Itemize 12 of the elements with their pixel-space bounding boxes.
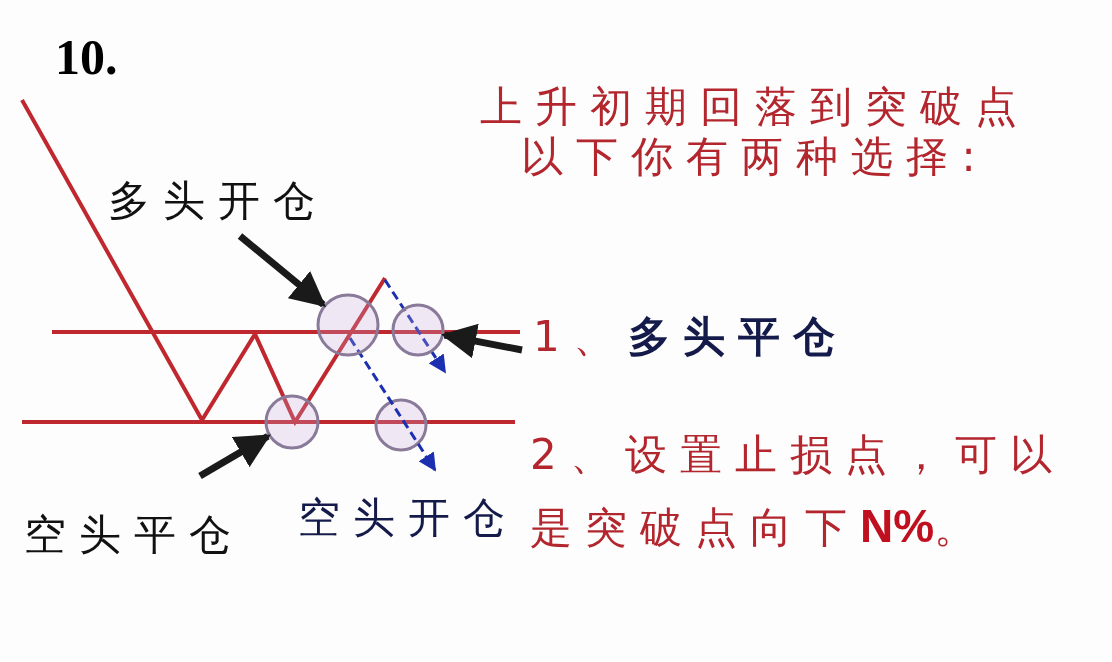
callout-label: 空头平仓 bbox=[24, 510, 244, 561]
circle-marker bbox=[316, 293, 380, 357]
circle-marker bbox=[391, 303, 445, 357]
arrow bbox=[237, 233, 326, 308]
figure-number: 10. bbox=[55, 28, 118, 86]
circle-marker bbox=[264, 394, 320, 450]
arrow bbox=[441, 323, 523, 359]
callout-label: 1、多头平仓 bbox=[533, 312, 848, 363]
note-text: 空头开仓 bbox=[298, 493, 518, 544]
arrow bbox=[198, 433, 271, 479]
heading-text: 上升初期回落到突破点以下你有两种选择: bbox=[479, 82, 1031, 183]
callout-label: 多头开仓 bbox=[108, 176, 328, 227]
